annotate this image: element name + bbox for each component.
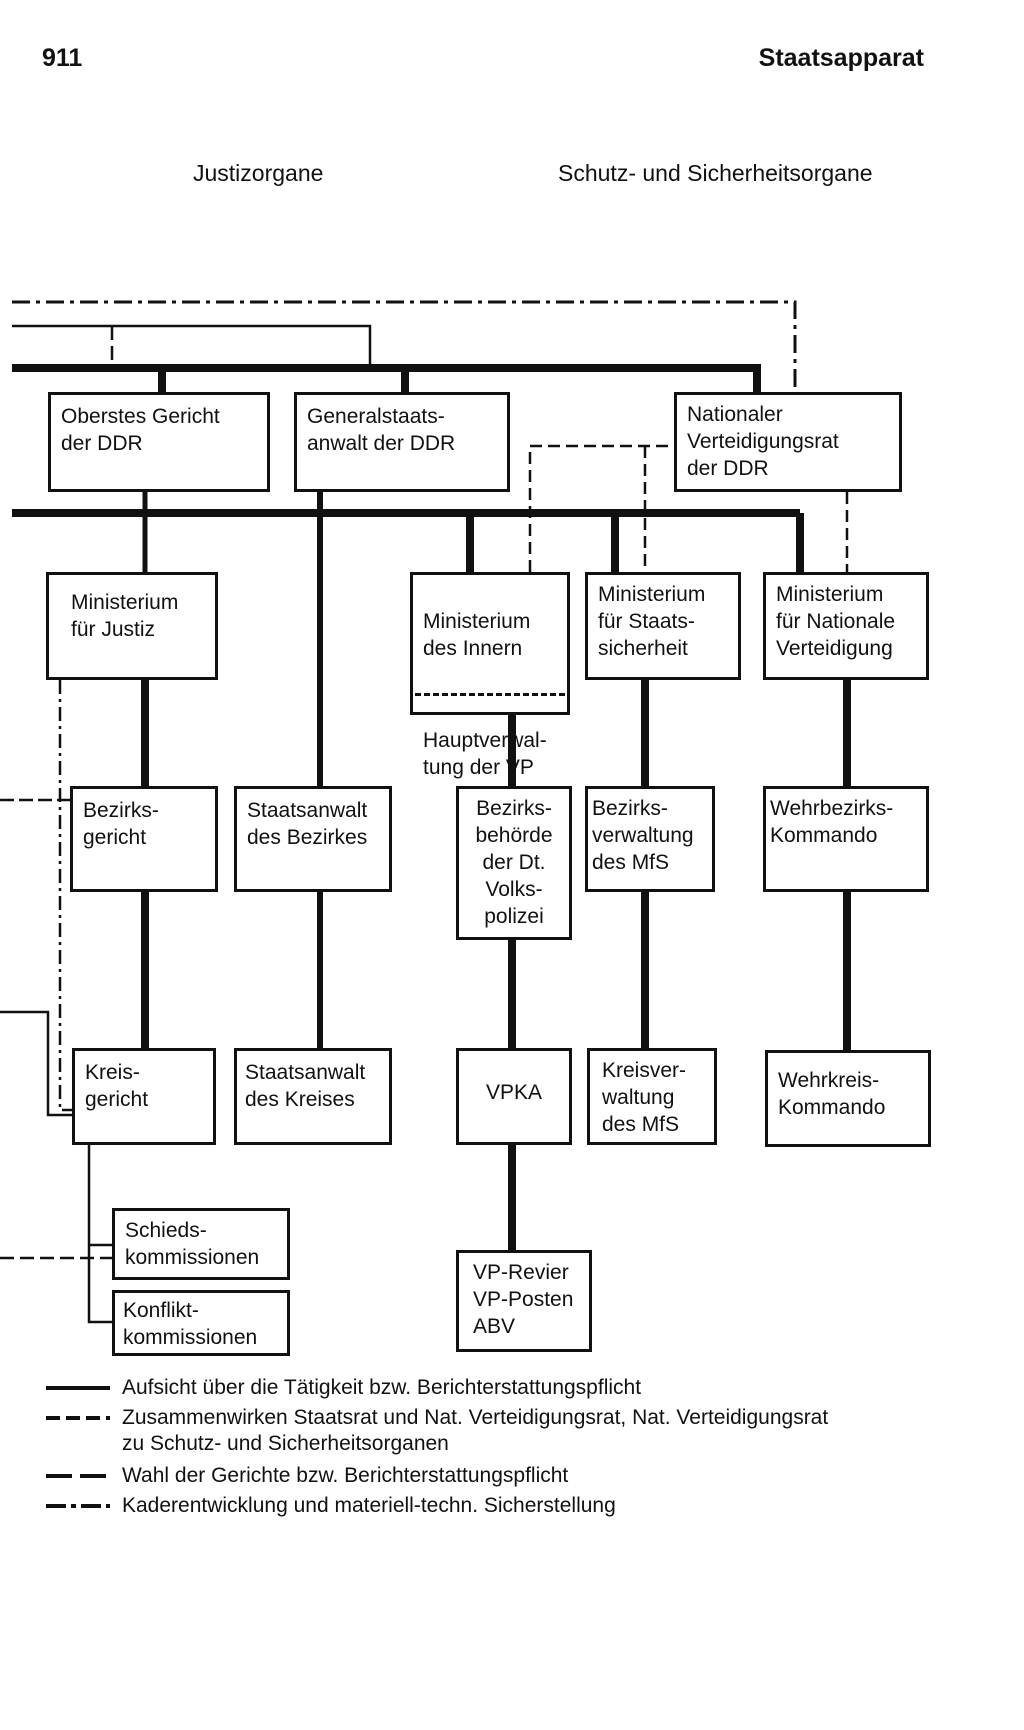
- page-number: 911: [42, 44, 83, 72]
- line-wahl-1: [12, 324, 372, 368]
- node-bezirksgericht: Bezirks- gericht: [70, 786, 218, 892]
- node-ministerium-staatssicherheit: Ministerium für Staats- sicherheit: [585, 572, 741, 680]
- node-oberstes-gericht: Oberstes Gericht der DDR: [48, 392, 270, 492]
- node-ministerium-justiz: Ministerium für Justiz: [46, 572, 218, 680]
- legend-symbol-solid: [46, 1386, 110, 1390]
- node-bezirksverwaltung-mfs: Bezirks- verwaltung des MfS: [585, 786, 715, 892]
- node-hauptverwaltung-vp: Hauptverwal- tung der VP: [423, 729, 547, 779]
- line-kreis-kommissionen: [87, 1145, 112, 1324]
- legend-symbol-longdash: [46, 1474, 110, 1478]
- node-wehrkreiskommando: Wehrkreis- Kommando: [765, 1050, 931, 1147]
- node-generalstaatsanwalt: Generalstaats- anwalt der DDR: [294, 392, 510, 492]
- node-ministerium-innern-title: Ministerium des Innern: [423, 610, 531, 660]
- node-vpka: VPKA: [456, 1048, 572, 1145]
- node-staatsanwalt-bezirk: Staatsanwalt des Bezirkes: [234, 786, 392, 892]
- legend-text: Wahl der Gerichte bzw. Berichterstattung…: [122, 1464, 569, 1487]
- node-ministerium-innern: Ministerium des Innern Hauptverwal- tung…: [410, 572, 570, 779]
- legend-symbol-dashdot: [46, 1504, 110, 1508]
- line-nvr-dash-1: [528, 444, 676, 572]
- node-vp-revier: VP-Revier VP-Posten ABV: [456, 1250, 592, 1352]
- node-bezirksbehoerde-vp: Bezirks- behörde der Dt. Volks- polizei: [456, 786, 572, 940]
- legend-symbol-dashed: [46, 1416, 110, 1420]
- page-title: Staatsapparat: [758, 44, 924, 72]
- node-wehrbezirkskommando: Wehrbezirks- Kommando: [763, 786, 929, 892]
- node-staatsanwalt-kreis: Staatsanwalt des Kreises: [234, 1048, 392, 1145]
- line-justiz-dashdot: [58, 680, 72, 1112]
- section-title-security: Schutz- und Sicherheitsorgane: [558, 160, 873, 186]
- node-kreisgericht: Kreis- gericht: [72, 1048, 216, 1145]
- legend-text: Zusammenwirken Staatsrat und Nat. Vertei…: [122, 1406, 829, 1429]
- line-left-wahl-kreis: [0, 1010, 72, 1117]
- node-verteidigungsrat: Nationaler Verteidigungsrat der DDR: [674, 392, 902, 492]
- node-kreisverwaltung-mfs: Kreisver- waltung des MfS: [587, 1048, 717, 1145]
- legend: Aufsicht über die Tätigkeit bzw. Bericht…: [46, 1374, 946, 1534]
- separator-dashed: [415, 693, 565, 696]
- legend-text: zu Schutz- und Sicherheitsorganen: [122, 1432, 449, 1455]
- node-schiedskommissionen: Schieds- kommissionen: [112, 1208, 290, 1280]
- line-kader-top: [12, 300, 797, 392]
- line-aufsicht-top: [12, 364, 761, 392]
- section-title-justice: Justizorgane: [193, 160, 324, 186]
- legend-text: Kaderentwicklung und materiell-techn. Si…: [122, 1494, 616, 1517]
- node-konfliktkommissionen: Konflikt- kommissionen: [112, 1290, 290, 1356]
- legend-text: Aufsicht über die Tätigkeit bzw. Bericht…: [122, 1376, 642, 1399]
- node-ministerium-nationale-verteidigung: Ministerium für Nationale Verteidigung: [763, 572, 929, 680]
